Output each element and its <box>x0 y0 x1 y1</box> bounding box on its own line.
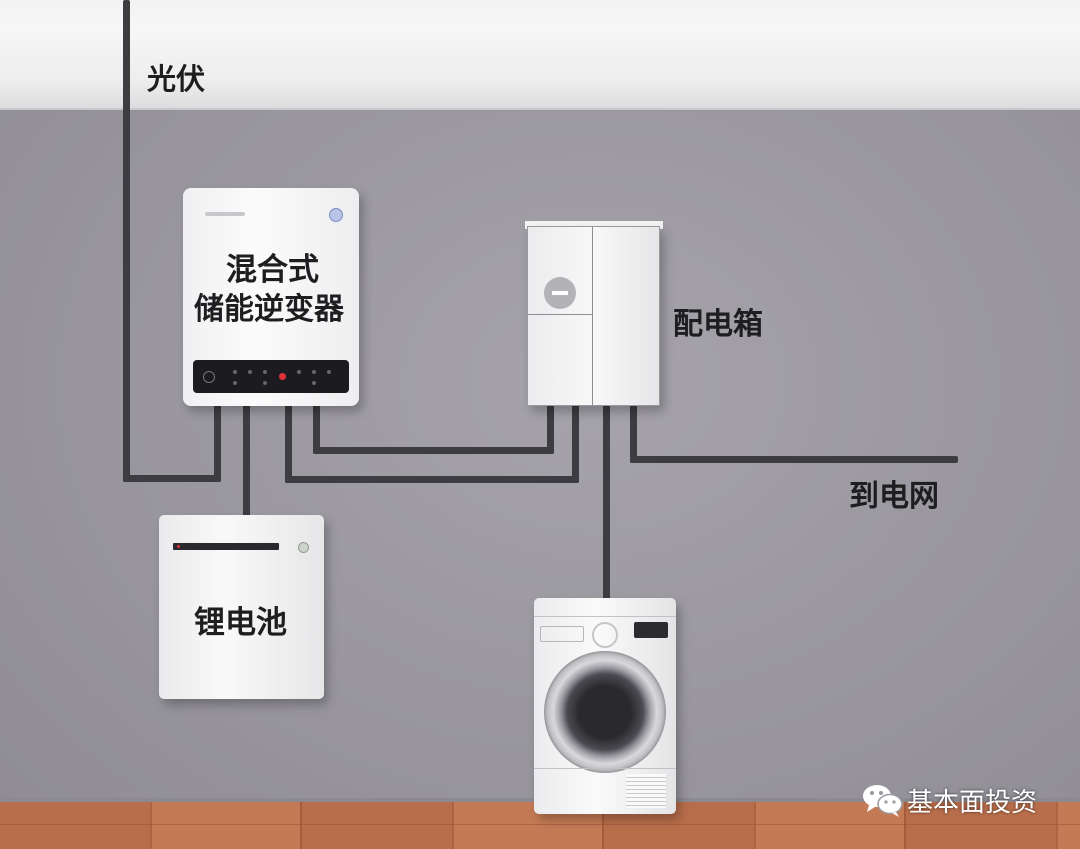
inverter-control-panel <box>193 360 349 393</box>
indicator-led <box>297 370 301 374</box>
battery-status-icon <box>298 542 309 553</box>
indicator-led <box>312 381 316 385</box>
inverter-wire-inner-horizontal <box>313 447 554 454</box>
grid-wire-horizontal <box>630 456 958 463</box>
inverter-wire-inner-down <box>313 404 320 454</box>
inverter-logo-icon <box>329 208 343 222</box>
washer-display <box>634 622 668 638</box>
wechat-icon <box>861 782 905 818</box>
washer-knob-icon <box>592 622 618 648</box>
washer-door-icon <box>544 651 666 773</box>
inverter-wire-outer-up <box>572 402 579 483</box>
washing-machine <box>534 598 676 814</box>
inverter-label-line1: 混合式 <box>226 252 319 288</box>
status-led-icon <box>279 373 286 380</box>
washer-wire <box>603 402 610 601</box>
pv-wire-horizontal <box>123 475 221 482</box>
distribution-box-panel-seam <box>528 314 592 315</box>
indicator-led <box>263 370 267 374</box>
washer-bottom-line <box>534 768 676 769</box>
indicator-led <box>312 370 316 374</box>
inverter-brand-mark <box>205 212 245 216</box>
inverter-wire-outer-down <box>285 404 292 483</box>
power-button-icon <box>203 371 215 383</box>
inverter-wire-outer-horizontal <box>285 476 579 483</box>
pv-wire-to-inverter <box>214 404 221 482</box>
battery-brand-strip <box>173 543 279 550</box>
grid-wire-down <box>630 402 637 463</box>
hybrid-inverter <box>183 188 359 406</box>
indicator-led <box>327 370 331 374</box>
distribution-box-door-seam <box>592 227 593 405</box>
indicator-led <box>263 381 267 385</box>
battery-wire <box>243 404 250 518</box>
inverter-wire-inner-up <box>547 402 554 454</box>
watermark-text: 基本面投资 <box>907 787 1038 818</box>
inverter-label-line2: 储能逆变器 <box>194 292 344 327</box>
lithium-battery <box>159 515 324 699</box>
meter-icon <box>544 277 576 309</box>
indicator-led <box>233 370 237 374</box>
battery-label: 锂电池 <box>194 605 287 641</box>
pv-wire-vertical <box>123 0 130 482</box>
washer-top-line <box>534 616 676 617</box>
detergent-drawer <box>540 626 584 642</box>
grid-label: 到电网 <box>849 479 939 514</box>
pv-label: 光伏 <box>147 62 206 96</box>
watermark: 基本面投资 <box>861 780 1037 820</box>
indicator-led <box>248 370 252 374</box>
washer-vent <box>626 774 666 808</box>
ceiling-band <box>0 0 1080 110</box>
indicator-led <box>233 381 237 385</box>
distribution-box-label: 配电箱 <box>673 307 763 342</box>
distribution-box <box>527 226 660 406</box>
